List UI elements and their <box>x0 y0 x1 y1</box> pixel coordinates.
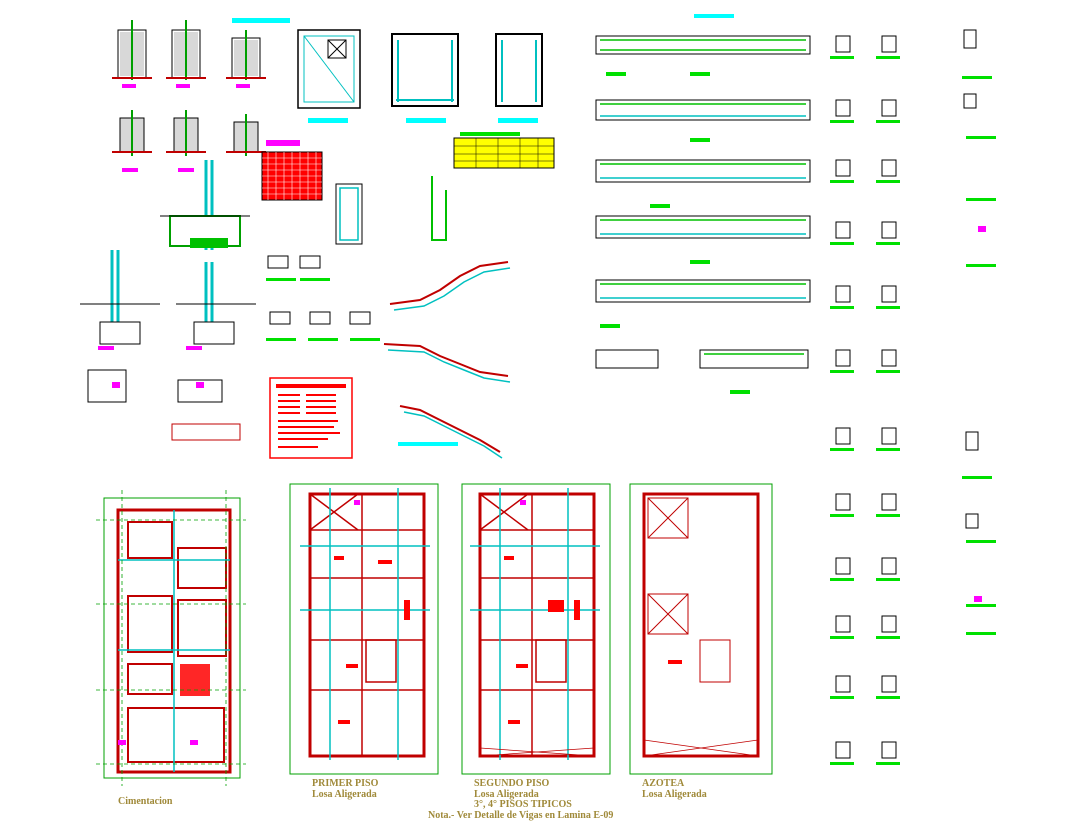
first-floor-plan-title: PRIMER PISO <box>312 778 379 789</box>
second-floor-slab-label: Losa Aligerada <box>474 789 539 800</box>
footing-detail-2 <box>166 20 206 88</box>
footing-details-group <box>80 20 266 350</box>
first-floor-plan <box>289 483 439 775</box>
beam-elevation-2 <box>595 99 811 142</box>
footing-detail-4 <box>112 110 152 172</box>
typical-floors-label: 3°, 4° PISOS TIPICOS <box>474 799 572 810</box>
roof-plan-title: AZOTEA <box>642 778 685 789</box>
sheet-note: Nota.- Ver Detalle de Vigas en Lamina E-… <box>428 810 614 821</box>
reinforcement-schedule-table <box>453 132 555 169</box>
beam-elevation-4 <box>595 215 811 264</box>
column-section-details <box>87 176 447 441</box>
footing-detail-6 <box>226 114 266 156</box>
beam-elevation-1 <box>595 35 811 76</box>
plan-tags <box>112 226 986 745</box>
second-floor-plan <box>461 483 611 775</box>
column-footing-section-2 <box>80 250 160 350</box>
roof-plan <box>629 483 773 775</box>
roof-slab-label: Losa Aligerada <box>642 789 707 800</box>
footing-detail-3 <box>226 30 266 88</box>
footing-detail-1 <box>112 20 152 88</box>
slab-reinforcement-detail <box>261 140 323 201</box>
footing-detail-5 <box>166 110 206 172</box>
column-footing-section-3 <box>176 262 256 350</box>
beam-elevation-3 <box>595 159 811 208</box>
tank-details-group <box>232 18 543 123</box>
foundation-plan-title: Cimentacion <box>118 796 173 807</box>
beam-elevation-5 <box>595 279 811 328</box>
column-footing-section-1 <box>160 160 250 250</box>
stair-sections-group <box>383 261 511 459</box>
foundation-plan <box>96 490 246 786</box>
second-floor-plan-title: SEGUNDO PISO <box>474 778 550 789</box>
general-notes-box <box>269 377 353 459</box>
column-sections-group <box>830 29 996 765</box>
beam-elevation-6 <box>595 349 809 394</box>
first-floor-slab-label: Losa Aligerada <box>312 789 377 800</box>
beam-elevations-group <box>595 14 811 394</box>
